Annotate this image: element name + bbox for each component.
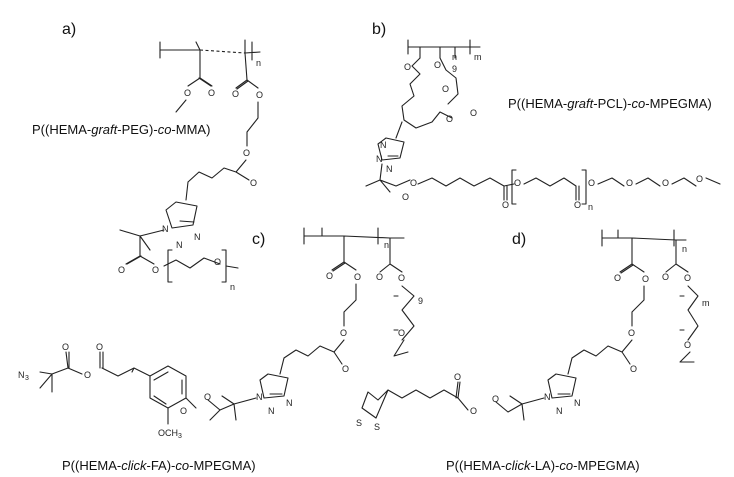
atom-o: O — [492, 394, 499, 404]
atom-n3-sub: 3 — [25, 375, 29, 382]
atom-o: O — [340, 328, 347, 338]
atom-o: O — [404, 62, 411, 72]
subscript-9: 9 — [452, 64, 457, 74]
atom-n: N — [194, 232, 201, 242]
panel-c: c) n O O O O O O 9 O N N N O O OCH 3 O O — [18, 227, 423, 473]
atom-o: O — [454, 372, 461, 382]
atom-o: O — [256, 90, 263, 100]
atom-n: N — [162, 224, 169, 234]
atom-o: O — [696, 174, 703, 184]
subscript-m: m — [474, 52, 482, 62]
atom-s: S — [374, 422, 380, 432]
atom-och3: OCH — [158, 428, 178, 438]
atom-o: O — [208, 88, 215, 98]
atom-o: O — [84, 370, 91, 380]
atom-o: O — [204, 392, 211, 402]
dashed-bond-a — [199, 49, 246, 54]
atom-o: O — [118, 265, 125, 275]
atom-o: O — [184, 88, 191, 98]
atom-o: O — [662, 178, 669, 188]
atom-o: O — [470, 108, 477, 118]
atom-o: O — [62, 342, 69, 352]
atom-o: O — [398, 328, 405, 338]
backbone-b — [407, 39, 481, 59]
panel-b: b) n m O O 9 O O O N N N O O O O O n O O… — [365, 21, 721, 212]
atom-o: O — [214, 257, 221, 267]
panel-d-label: d) — [512, 231, 526, 248]
panel-b-label: b) — [372, 21, 386, 38]
subscript-n-a2: n — [230, 282, 235, 292]
atom-o: O — [446, 114, 453, 124]
caption-a: P((HEMA-graft-PEG)-co-MMA) — [32, 122, 210, 137]
atom-o: O — [96, 342, 103, 352]
atom-n: N — [556, 406, 563, 416]
panel-c-label: c) — [252, 231, 265, 248]
atom-o: O — [354, 272, 361, 282]
atom-n: N — [176, 240, 183, 250]
atom-o: O — [662, 272, 669, 282]
atom-o: O — [514, 178, 521, 188]
atom-o: O — [434, 60, 441, 70]
atom-o: O — [502, 200, 509, 210]
atom-o: O — [180, 406, 187, 416]
atom-o: O — [588, 178, 595, 188]
atom-o: O — [376, 272, 383, 282]
atom-o: O — [470, 406, 477, 416]
atom-o: O — [402, 192, 409, 202]
subscript-m: m — [702, 298, 710, 308]
subscript-n: n — [682, 244, 687, 254]
atom-s: S — [356, 418, 362, 428]
atom-o: O — [152, 265, 159, 275]
atom-n: N — [544, 392, 551, 402]
atom-n: N — [286, 398, 293, 408]
atom-o: O — [642, 274, 649, 284]
bracket-left-a — [159, 41, 201, 59]
atom-o: O — [250, 178, 257, 188]
panel-a: a) n O O O O O O N N N O O O n P((HEMA-g — [32, 21, 263, 292]
panel-d: d) n O O O O O O m O N N N O O O S S P((… — [356, 229, 710, 473]
atom-och3-sub: 3 — [178, 433, 182, 440]
atom-n: N — [386, 164, 393, 174]
atom-o: O — [398, 273, 405, 283]
atom-n: N — [574, 398, 581, 408]
subscript-n: n — [384, 240, 389, 250]
atom-o: O — [614, 273, 621, 283]
atom-n: N — [376, 154, 383, 164]
atom-o: O — [630, 364, 637, 374]
subscript-n-a: n — [256, 58, 261, 68]
atom-o: O — [628, 328, 635, 338]
subscript-n: n — [452, 52, 457, 62]
subscript-n: n — [588, 202, 593, 212]
atom-o: O — [243, 148, 250, 158]
subscript-9: 9 — [418, 296, 423, 306]
atom-o: O — [574, 200, 581, 210]
atom-o: O — [232, 89, 239, 99]
atom-o: O — [342, 364, 349, 374]
atom-o: O — [626, 178, 633, 188]
atom-n: N — [380, 140, 387, 150]
atom-n: N — [268, 406, 275, 416]
atom-o: O — [684, 273, 691, 283]
atom-o: O — [326, 271, 333, 281]
atom-n3: N — [18, 370, 25, 380]
atom-o: O — [442, 84, 449, 94]
caption-d: P((HEMA-click-LA)-co-MPEGMA) — [446, 458, 640, 473]
caption-b: P((HEMA-graft-PCL)-co-MPEGMA) — [508, 96, 712, 111]
atom-o: O — [410, 178, 417, 188]
caption-c: P((HEMA-click-FA)-co-MPEGMA) — [62, 458, 256, 473]
atom-o: O — [684, 340, 691, 350]
atom-n: N — [256, 392, 263, 402]
panel-a-label: a) — [62, 21, 76, 38]
